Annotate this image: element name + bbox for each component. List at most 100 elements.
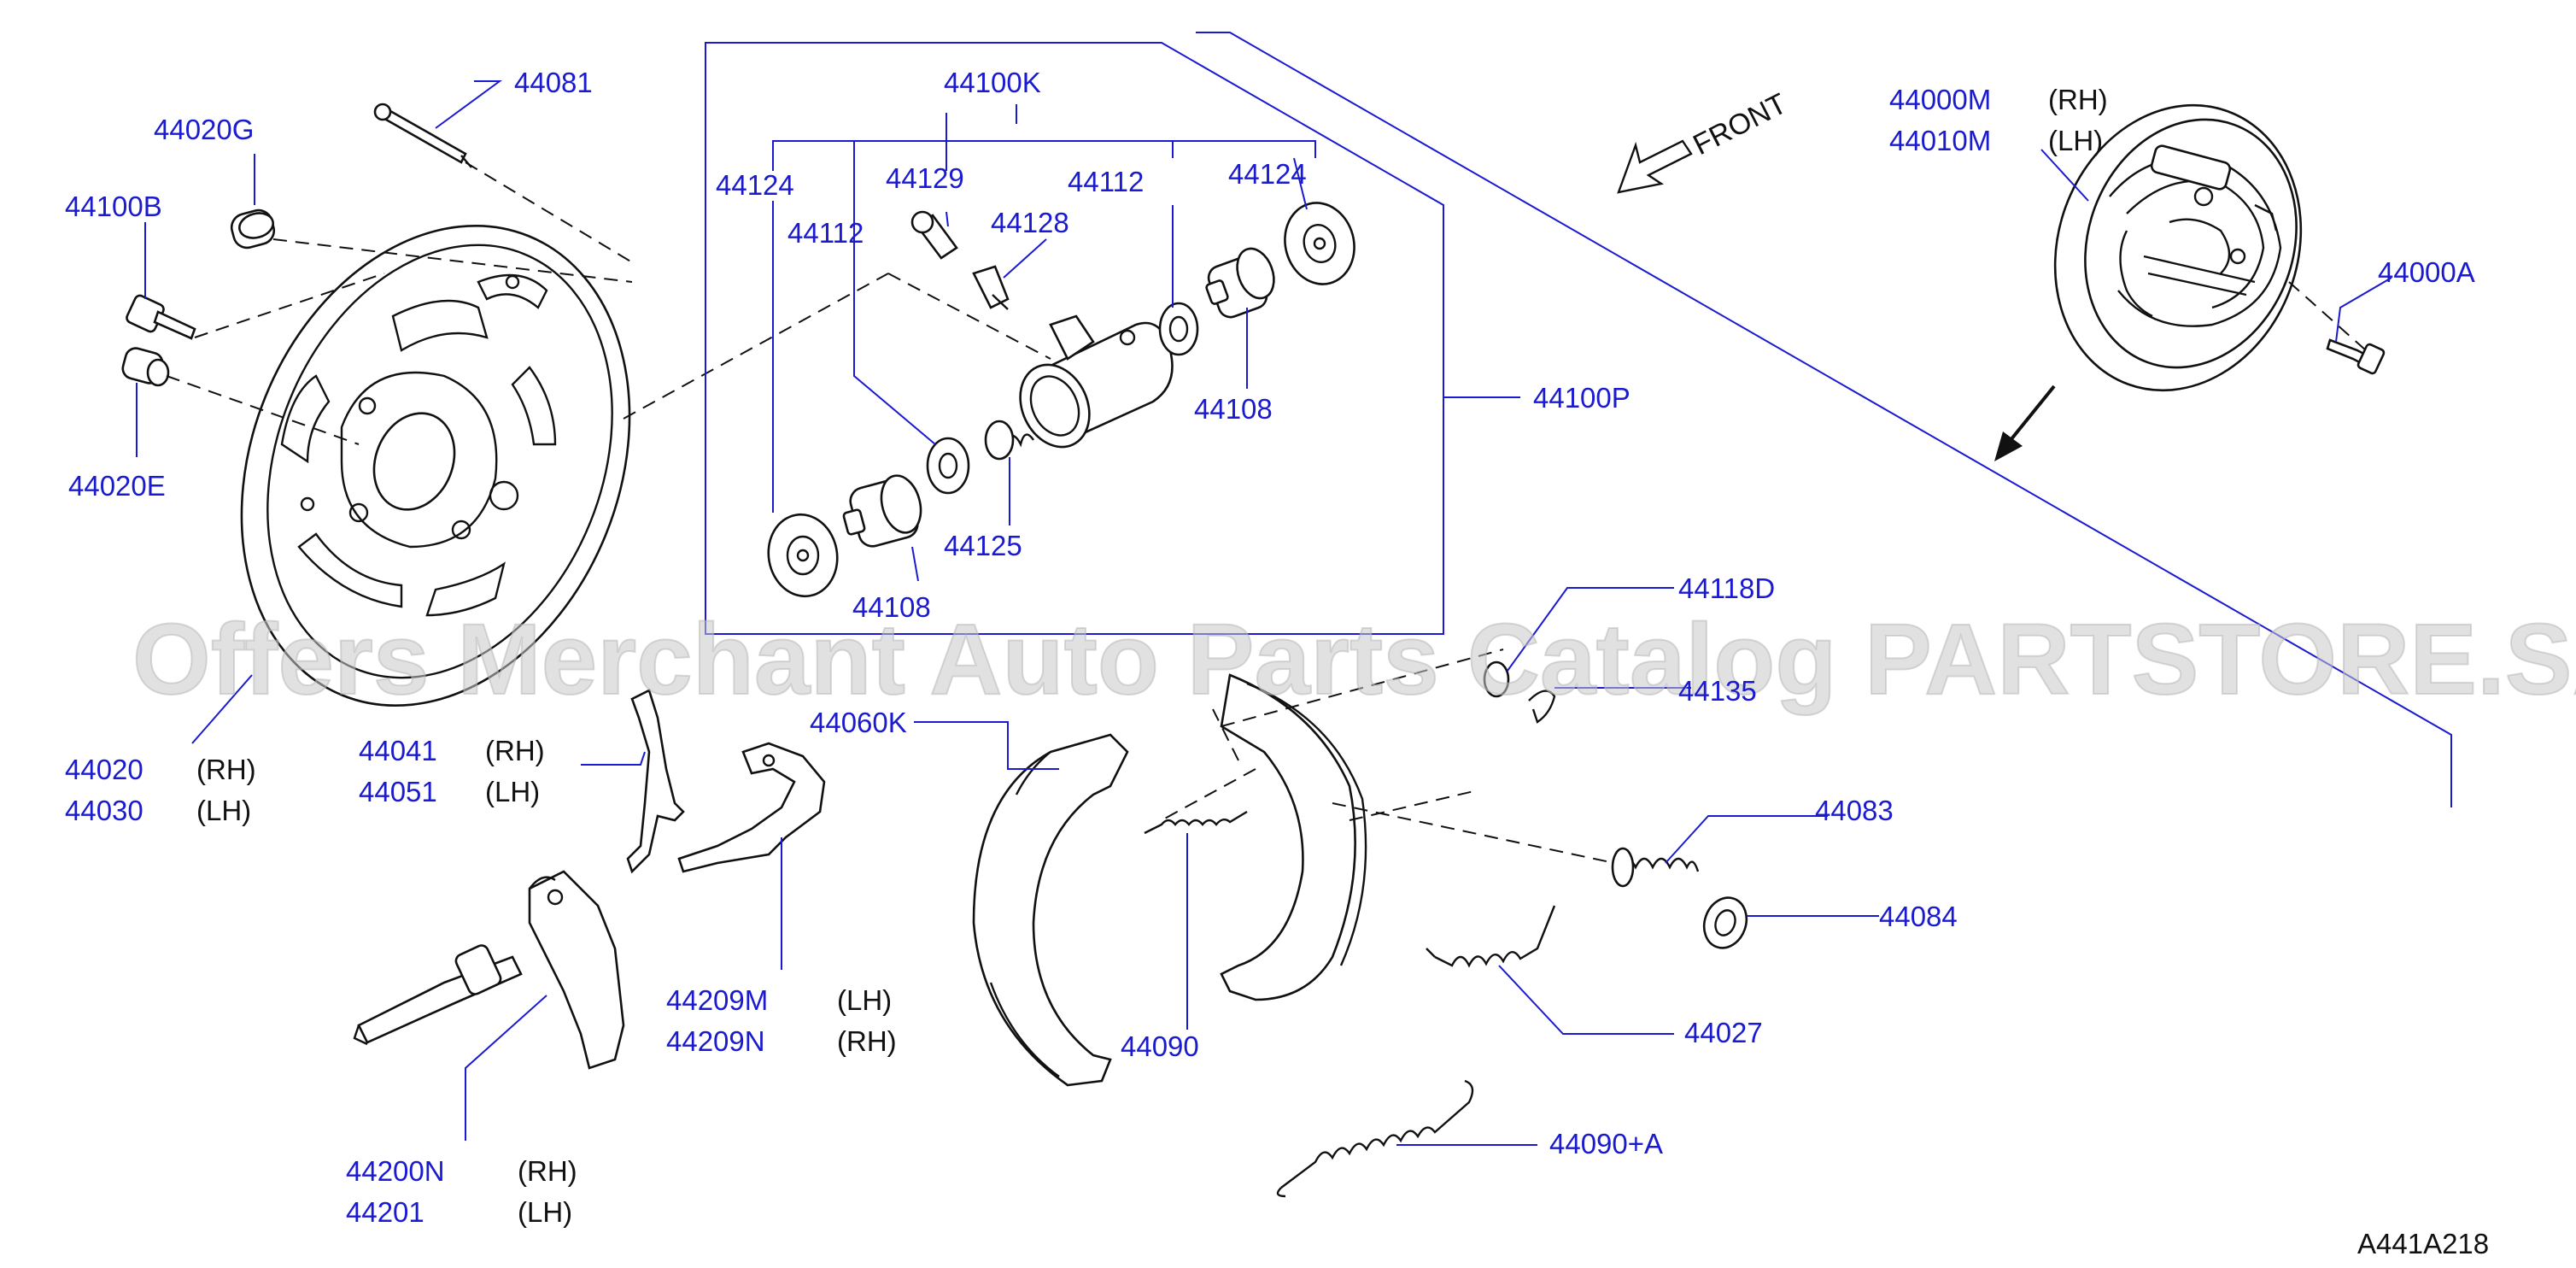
leader-line bbox=[435, 80, 503, 129]
label-44030[interactable]: 44030 bbox=[65, 795, 143, 826]
spring-44027 bbox=[1426, 905, 1556, 968]
label-44125[interactable]: 44125 bbox=[944, 530, 1022, 561]
leader-line bbox=[581, 751, 646, 766]
leader-line bbox=[1665, 815, 1828, 864]
clip-44135 bbox=[1528, 690, 1556, 724]
leader-dash bbox=[194, 273, 385, 338]
diagram-code: A441A218 bbox=[2357, 1228, 2489, 1259]
brake-shoe-right bbox=[1220, 673, 1367, 1001]
leader-line bbox=[1507, 587, 1674, 672]
leader-line bbox=[1293, 157, 1308, 210]
leader-line bbox=[853, 244, 936, 445]
label-44090-a[interactable]: 44090+A bbox=[1549, 1128, 1663, 1159]
cup-44112-right bbox=[1158, 302, 1199, 356]
label-44118d[interactable]: 44118D bbox=[1678, 572, 1775, 604]
label-44081[interactable]: 44081 bbox=[514, 67, 593, 98]
leader-line bbox=[1498, 965, 1674, 1035]
side-rh-44000m: (RH) bbox=[2048, 84, 2108, 115]
label-44135[interactable]: 44135 bbox=[1678, 675, 1757, 707]
assembly-leader-line bbox=[1196, 32, 2452, 807]
leader-line bbox=[1003, 238, 1047, 279]
leader-line bbox=[2040, 149, 2089, 202]
leader-dash bbox=[1349, 790, 1478, 821]
label-44209m[interactable]: 44209M bbox=[666, 984, 768, 1016]
label-44112-left[interactable]: 44112 bbox=[787, 217, 864, 249]
label-44060k[interactable]: 44060K bbox=[810, 707, 907, 738]
pin-44081 bbox=[373, 103, 472, 168]
spring-44090-a bbox=[1276, 1079, 1474, 1198]
label-44083[interactable]: 44083 bbox=[1815, 795, 1894, 826]
boot-44124-left bbox=[767, 513, 839, 598]
side-lh-44201: (LH) bbox=[518, 1196, 572, 1228]
lever-44209m bbox=[677, 742, 826, 873]
leader-dash bbox=[272, 238, 633, 283]
label-44124-right[interactable]: 44124 bbox=[1228, 158, 1307, 190]
cup-44112-left bbox=[926, 437, 970, 495]
label-44020[interactable]: 44020 bbox=[65, 754, 143, 785]
bleeder-44129 bbox=[910, 210, 958, 260]
side-lh-44030: (LH) bbox=[196, 795, 251, 826]
label-44100p[interactable]: 44100P bbox=[1533, 382, 1630, 414]
leader-dash bbox=[465, 161, 637, 266]
piston-44108-right bbox=[1205, 247, 1275, 319]
label-44084[interactable]: 44084 bbox=[1879, 901, 1958, 932]
side-rh-44209n: (RH) bbox=[837, 1025, 897, 1057]
boot-44124-right bbox=[1284, 202, 1355, 285]
spring-44090 bbox=[1144, 810, 1248, 835]
side-lh-44051: (LH) bbox=[485, 776, 540, 807]
leader-dash bbox=[1212, 708, 1239, 761]
leader-line bbox=[465, 995, 547, 1141]
label-44201[interactable]: 44201 bbox=[346, 1196, 424, 1228]
label-44000a[interactable]: 44000A bbox=[2378, 256, 2475, 288]
label-44129[interactable]: 44129 bbox=[886, 162, 964, 194]
leader-line bbox=[911, 546, 919, 582]
side-rh-44041: (RH) bbox=[485, 735, 545, 766]
leader-line bbox=[191, 674, 253, 744]
brake-shoe-44060k-left bbox=[972, 733, 1129, 1087]
wheel-cylinder-box bbox=[705, 42, 1444, 635]
leader-line bbox=[946, 211, 949, 227]
spring-44083 bbox=[1611, 847, 1700, 888]
label-44100k[interactable]: 44100K bbox=[944, 67, 1041, 98]
cap-44128 bbox=[972, 265, 1010, 310]
piston-44108-left bbox=[842, 474, 922, 548]
label-44112-right[interactable]: 44112 bbox=[1068, 166, 1144, 197]
label-44108-right[interactable]: 44108 bbox=[1194, 393, 1273, 425]
front-direction-label: FRONT bbox=[1688, 87, 1792, 161]
label-44020e[interactable]: 44020E bbox=[68, 470, 166, 502]
label-44027[interactable]: 44027 bbox=[1684, 1017, 1763, 1048]
front-arrow-icon bbox=[1617, 139, 1693, 194]
leader-dash bbox=[1221, 649, 1504, 727]
pin-44118d bbox=[1483, 660, 1510, 698]
leader-line bbox=[772, 140, 1316, 171]
adjuster-44200n bbox=[353, 870, 625, 1070]
label-44041[interactable]: 44041 bbox=[359, 735, 437, 766]
label-44010m[interactable]: 44010M bbox=[1889, 125, 1991, 156]
leader-dash bbox=[166, 375, 360, 445]
spring-44125 bbox=[984, 420, 1034, 461]
side-rh-44020: (RH) bbox=[196, 754, 256, 785]
label-44108-left[interactable]: 44108 bbox=[852, 591, 931, 623]
label-44124-left[interactable]: 44124 bbox=[716, 169, 794, 201]
label-44051[interactable]: 44051 bbox=[359, 776, 437, 807]
backing-plate-drawing bbox=[240, 225, 631, 707]
label-44209n[interactable]: 44209N bbox=[666, 1025, 765, 1057]
bolt-44100b bbox=[126, 294, 196, 340]
label-44000m[interactable]: 44000M bbox=[1889, 84, 1991, 115]
watermark-text: Offers Merchant Auto Parts Catalog PARTS… bbox=[132, 603, 2576, 716]
label-44128[interactable]: 44128 bbox=[991, 207, 1069, 238]
arrow-down-left-icon bbox=[1994, 385, 2056, 461]
side-lh-44209m: (LH) bbox=[837, 984, 892, 1016]
side-lh-44010m: (LH) bbox=[2048, 125, 2103, 156]
label-44200n[interactable]: 44200N bbox=[346, 1155, 445, 1187]
cylinder-body-drawing bbox=[1019, 314, 1174, 449]
leader-dash bbox=[2288, 281, 2367, 351]
washer-44084 bbox=[1702, 896, 1748, 949]
plug-44020g bbox=[230, 208, 276, 249]
label-44020g[interactable]: 44020G bbox=[154, 114, 254, 145]
label-44100b[interactable]: 44100B bbox=[65, 191, 162, 222]
side-rh-44200n: (RH) bbox=[518, 1155, 577, 1187]
label-44090[interactable]: 44090 bbox=[1121, 1030, 1199, 1062]
